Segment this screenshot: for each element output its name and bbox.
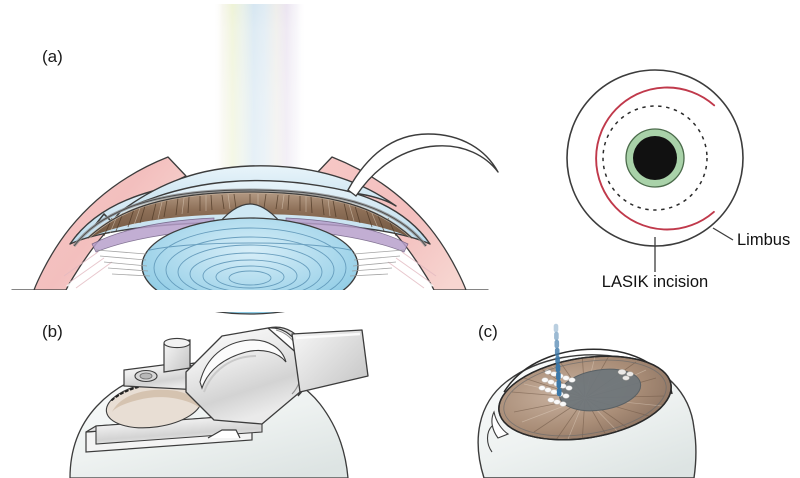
panel-a: (a) [0,4,500,315]
blade-slot [207,429,241,439]
folded-flap [347,133,499,197]
panel-label-c: (c) [478,322,498,341]
limbus-leader-line [712,227,734,241]
iris [72,188,428,253]
pupil [633,136,677,180]
pupil-c [559,369,641,411]
suction-port-inner [139,372,153,380]
applanator-post [163,339,191,373]
flap-diameter-dashed-circle [602,105,708,211]
microkeratome-track [95,413,263,445]
laser-beam-c [553,323,562,397]
applanator-post-top [163,337,191,349]
panel-b: (b) [42,322,369,478]
panel-c: (c) [477,322,697,478]
microkeratome-window [199,339,287,390]
front-view-eye: Limbus LASIK incision [566,69,790,291]
microkeratome-handle [291,329,369,393]
lasik-incision-label: LASIK incision [602,273,708,291]
excimer-laser-beam [214,4,306,172]
limbus-label: Limbus [737,231,790,249]
muscle-insertion-c [491,410,510,439]
panel-label-a: (a) [42,47,63,66]
lasik-incision-arc [595,86,716,231]
panel-label-b: (b) [42,322,63,341]
